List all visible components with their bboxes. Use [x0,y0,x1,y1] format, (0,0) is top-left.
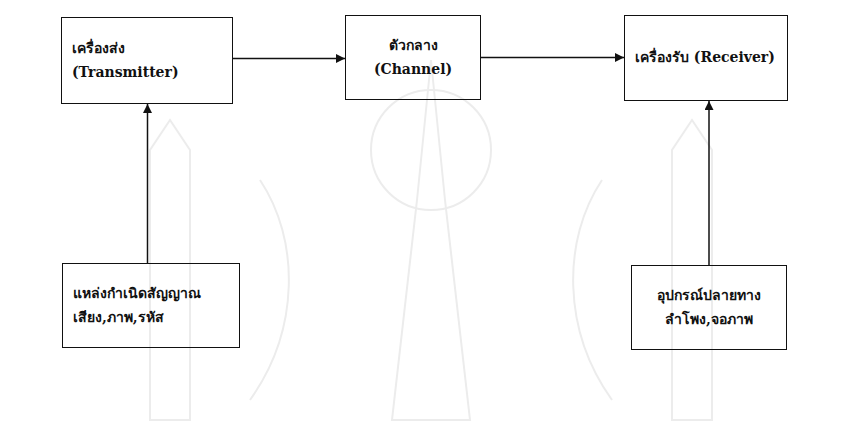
process-box: อุปกรณ์ปลายทาง ลำโพง,จอภาพ [631,265,787,350]
process-box: เครื่องส่ง (Transmitter) [61,17,233,104]
box-label: แหล่งกำเนิดสัญญาณ เสียง,ภาพ,รหัส [73,282,229,330]
flow-arrow [481,57,624,59]
box-label: เครื่องรับ (Receiver) [635,46,775,70]
flow-arrow [147,104,149,263]
process-box: แหล่งกำเนิดสัญญาณ เสียง,ภาพ,รหัส [62,263,240,348]
flow-arrow [233,58,345,60]
process-box: ตัวกลาง (Channel) [345,15,481,100]
box-label: ตัวกลาง (Channel) [356,34,470,82]
process-box: เครื่องรับ (Receiver) [624,15,788,101]
box-label: เครื่องส่ง (Transmitter) [72,37,222,85]
flow-arrow [708,101,710,265]
box-label: อุปกรณ์ปลายทาง ลำโพง,จอภาพ [642,284,776,332]
